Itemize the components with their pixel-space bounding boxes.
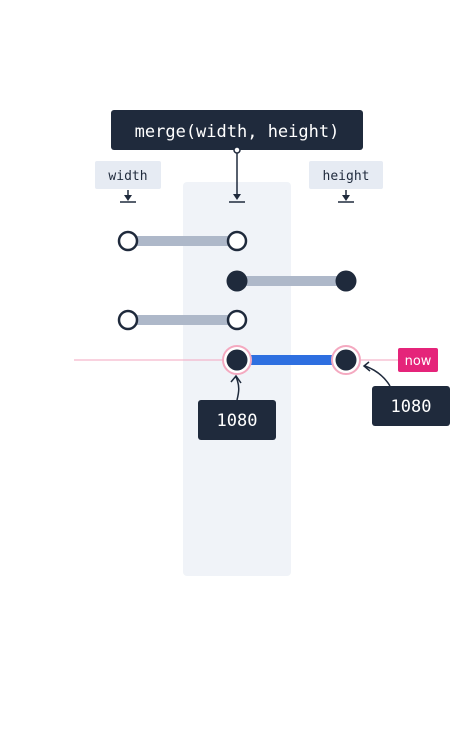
height-chip [309, 161, 383, 189]
operator-box: merge(width, height) [111, 110, 363, 150]
callout-pointer [364, 365, 391, 387]
now-badge-bg [398, 348, 438, 372]
width-input: width [95, 161, 161, 203]
emission-row-2 [226, 270, 357, 292]
operator-box-bg [111, 110, 363, 150]
callout-pointer [235, 376, 240, 401]
height-arrow-icon [342, 195, 350, 201]
filled-node [335, 349, 357, 371]
result-callout: 1080 [198, 374, 276, 440]
width-chip [95, 161, 161, 189]
hollow-node [226, 230, 248, 252]
result-value: 1080 [217, 411, 258, 431]
result-callout-bg [198, 400, 276, 440]
emission-row-3 [117, 309, 248, 331]
now-badge: now [398, 348, 438, 372]
height-value: 1080 [391, 397, 432, 417]
height-callout: 1080 [362, 361, 450, 426]
now-badge-label: now [405, 354, 432, 369]
callout-arrowhead-icon [362, 361, 371, 372]
operator-stem-joint [233, 146, 241, 154]
filled-node [335, 270, 357, 292]
emission-row-now [222, 345, 361, 375]
width-arrow-icon [124, 195, 132, 201]
hollow-node [226, 309, 248, 331]
width-label: width [108, 169, 147, 184]
hollow-node [117, 230, 139, 252]
callout-arrowhead-icon [230, 374, 242, 384]
hollow-node [117, 309, 139, 331]
operator-label: merge(width, height) [135, 122, 340, 142]
emission-row-1 [117, 230, 248, 252]
height-input: height [309, 161, 383, 203]
filled-node [226, 349, 248, 371]
merged-arrow-icon [233, 194, 241, 200]
height-label: height [323, 169, 370, 184]
height-callout-bg [372, 386, 450, 426]
filled-node [226, 270, 248, 292]
